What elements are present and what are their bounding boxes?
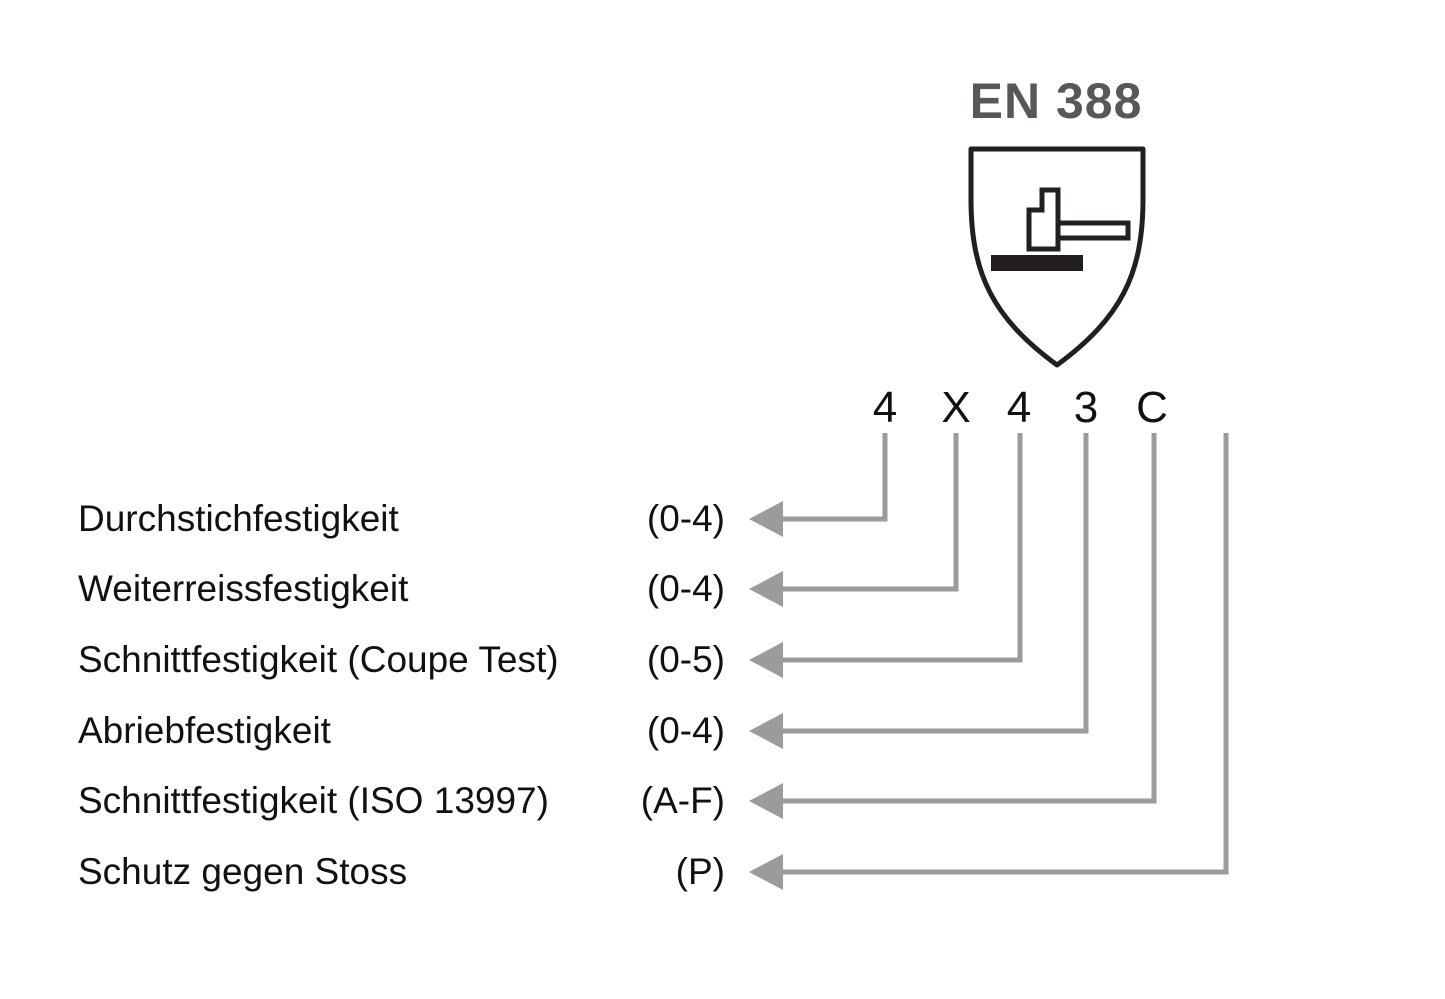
rating-code-char: 3 — [1073, 383, 1099, 432]
rating-code-char: 4 — [1006, 383, 1032, 432]
rating-row-label: Weiterreissfestigkeit — [78, 568, 409, 609]
rating-row-label: Schutz gegen Stoss — [78, 851, 408, 892]
rating-row-range: (0-4) — [646, 498, 725, 539]
arrowhead-icon — [749, 713, 783, 749]
rating-row-label: Schnittfestigkeit (ISO 13997) — [78, 780, 549, 821]
hammer-head-icon — [1026, 187, 1061, 252]
rating-row-range: (0-4) — [646, 710, 725, 751]
rating-code-char: C — [1136, 383, 1168, 432]
standard-title: EN 388 — [969, 73, 1143, 129]
arrowhead-icon — [749, 854, 783, 890]
shield-pictogram — [968, 146, 1146, 368]
arrowhead-icon — [749, 571, 783, 607]
rating-code-char: 4 — [872, 383, 898, 432]
arrowhead-icon — [749, 642, 783, 678]
hammer-handle-icon — [1055, 220, 1131, 241]
rating-row-range: (P) — [675, 851, 725, 892]
impact-surface-icon — [991, 255, 1083, 271]
rating-code-char: X — [941, 383, 971, 432]
rating-row-range: (0-4) — [646, 568, 725, 609]
rating-row-range: (A-F) — [640, 780, 725, 821]
arrowhead-icon — [749, 501, 783, 537]
connector-line — [781, 433, 959, 592]
connector-line — [781, 433, 1229, 875]
connector-line — [781, 433, 888, 522]
rating-row-label: Schnittfestigkeit (Coupe Test) — [78, 639, 559, 680]
connector-line — [781, 433, 1023, 663]
arrowhead-icon — [749, 783, 783, 819]
connector-line — [781, 433, 1157, 804]
rating-row-range: (0-5) — [646, 639, 725, 680]
connector-line — [781, 433, 1089, 734]
rating-row-label: Durchstichfestigkeit — [78, 498, 399, 539]
rating-row-label: Abriebfestigkeit — [78, 710, 331, 751]
